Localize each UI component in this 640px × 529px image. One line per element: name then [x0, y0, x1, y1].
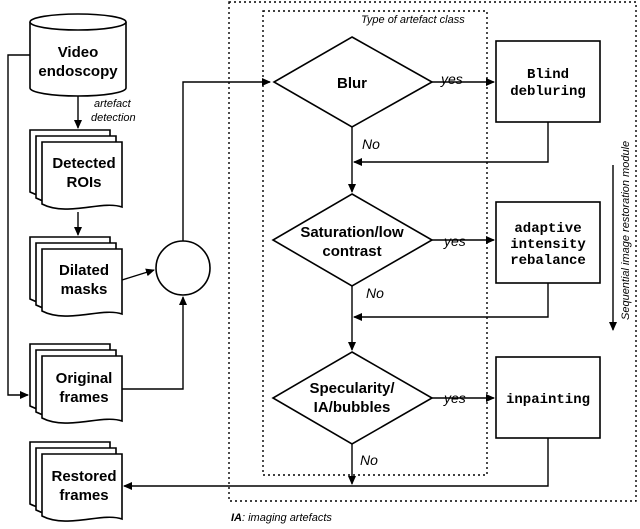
- dilated-label-2: masks: [61, 281, 108, 298]
- restored-frames-stack: Restored frames: [29, 441, 123, 522]
- dilated-label-1: Dilated: [59, 262, 109, 279]
- specularity-label-1: Specularity/: [309, 380, 395, 397]
- adaptive-label-1: adaptive: [514, 221, 581, 237]
- restoration-module-boundary: [228, 1, 637, 502]
- deblur-label-1: Blind: [527, 67, 569, 83]
- detected-label-2: ROIs: [66, 174, 101, 191]
- deblur-label-2: debluring: [510, 84, 586, 100]
- decision-saturation: Saturation/low contrast: [271, 193, 434, 287]
- adaptive-label-3: rebalance: [510, 253, 586, 269]
- no-label-3: No: [360, 452, 378, 468]
- video-label-2: endoscopy: [38, 63, 118, 80]
- footnote-bold: IA: [231, 512, 242, 524]
- original-label-2: frames: [59, 389, 108, 406]
- combine-circle: [155, 240, 211, 296]
- arrow-dilated-to-circle: [121, 268, 155, 281]
- footnote-rest: : imaging artefacts: [242, 512, 332, 524]
- original-frames-stack: Original frames: [29, 343, 123, 424]
- restored-label-1: Restored: [51, 468, 116, 485]
- inpainting-label: inpainting: [506, 392, 590, 408]
- inpainting-box: inpainting: [495, 356, 601, 439]
- detected-rois-stack: Detected ROIs: [29, 129, 123, 210]
- dilated-masks-stack: Dilated masks: [29, 236, 123, 317]
- restored-label-2: frames: [59, 487, 108, 504]
- decision-specularity: Specularity/ IA/bubbles: [271, 351, 434, 445]
- yes-label-2: yes: [443, 233, 466, 249]
- arrow-original-to-circle: [122, 296, 187, 390]
- adaptive-label-2: intensity: [510, 237, 586, 253]
- saturation-label-2: contrast: [322, 243, 381, 260]
- footnote: IA: imaging artefacts: [231, 512, 332, 524]
- return-from-deblur: [353, 122, 549, 166]
- decision-blur: Blur: [272, 36, 434, 128]
- sequential-module-label: Sequential image restoration module: [620, 141, 632, 320]
- detected-label-1: Detected: [52, 155, 115, 172]
- return-from-adaptive: [353, 283, 549, 321]
- video-endoscopy-database: Video endoscopy: [29, 13, 127, 97]
- video-label-1: Video: [58, 44, 99, 61]
- saturation-label-1: Saturation/low: [300, 224, 404, 241]
- return-from-inpainting: [123, 438, 549, 490]
- adaptive-rebalance-box: adaptive intensity rebalance: [495, 201, 601, 284]
- artefact-detection-label-1: artefact: [94, 98, 132, 110]
- line-video-to-original: [7, 54, 30, 399]
- specularity-label-2: IA/bubbles: [314, 399, 391, 416]
- no-label-2: No: [366, 285, 384, 301]
- no-label-1: No: [362, 136, 380, 152]
- artefact-detection-label-2: detection: [91, 112, 136, 124]
- yes-label-1: yes: [440, 71, 463, 87]
- yes-label-3: yes: [443, 390, 466, 406]
- original-label-1: Original: [56, 370, 113, 387]
- blur-label: Blur: [337, 75, 367, 92]
- blind-deblurring-box: Blind debluring: [495, 40, 601, 123]
- type-of-artefact-class-label: Type of artefact class: [361, 14, 465, 26]
- arrow-circle-to-blur: [182, 78, 271, 241]
